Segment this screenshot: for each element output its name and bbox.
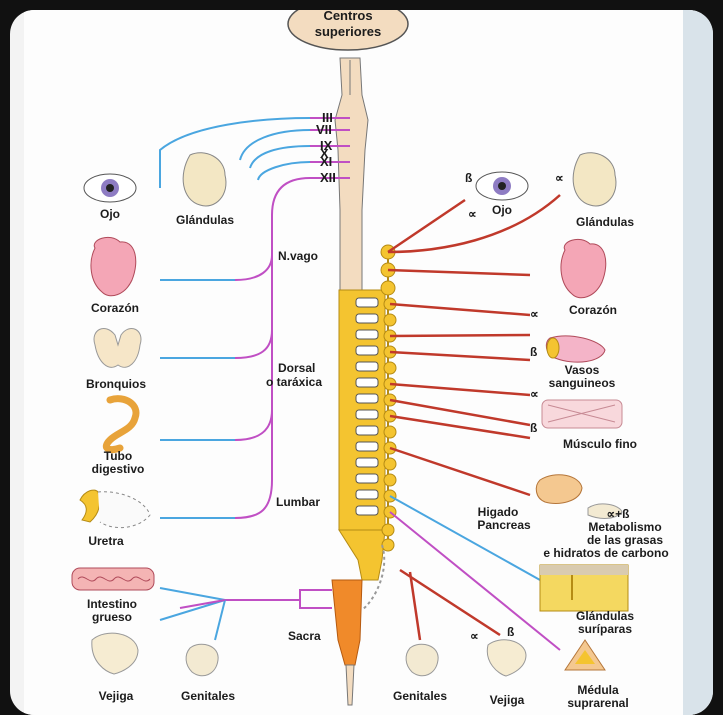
nerve-VII: VII	[316, 122, 332, 137]
left-label-corazon: Corazón	[91, 301, 139, 315]
left-label-ojo: Ojo	[100, 207, 120, 221]
right-label-medula: Médula	[577, 683, 619, 697]
nerve-XI-hidden: XI	[320, 154, 332, 169]
left-label-intestino: Intestino	[87, 597, 137, 611]
right-label-sanguineos: sanguineos	[549, 376, 616, 390]
right-eye-alpha: ∝	[468, 207, 477, 221]
right-eye-beta: ß	[465, 171, 472, 185]
right-label-musculo: Músculo fino	[563, 437, 637, 451]
right-label-pancreas: Pancreas	[477, 518, 531, 532]
right-label-metabolismo: Metabolismo	[588, 520, 661, 534]
right-label-suprarenal: suprarenal	[567, 696, 628, 710]
right-adrenal-icon	[565, 640, 605, 670]
top-box-line-2: superiores	[315, 24, 381, 39]
label-toracica: o taráxica	[266, 375, 322, 389]
right-label-corazon: Corazón	[569, 303, 617, 317]
right-label-vasos: Vasos	[565, 363, 600, 377]
right-glands-icon	[573, 153, 616, 206]
right-label-higado: Higado	[478, 505, 519, 519]
image-panel: Centros superiores	[10, 10, 713, 715]
left-urethra-icon	[80, 490, 150, 528]
right-label-suriparas: suríparas	[578, 622, 632, 636]
right-vessel-beta: ß	[530, 345, 537, 359]
left-glands-icon	[183, 153, 226, 206]
right-label-grasas: de las grasas	[587, 533, 663, 547]
left-bladder-icon	[92, 633, 138, 674]
right-label-hidratos: e hidratos de carbono	[543, 546, 668, 560]
right-label-ojo: Ojo	[492, 203, 512, 217]
label-sacra: Sacra	[288, 629, 321, 643]
right-vessel-alpha: ∝	[530, 307, 539, 321]
right-muscle-alpha: ∝	[530, 387, 539, 401]
right-heart-icon	[561, 239, 606, 297]
autonomic-nervous-system-diagram: Centros superiores	[24, 10, 702, 715]
right-bladder-beta: ß	[507, 625, 514, 639]
right-genitals-icon	[406, 644, 438, 676]
left-label-digestivo: digestivo	[92, 462, 145, 476]
right-sweat-gland-icon	[540, 565, 628, 611]
right-label-glandulas-sudor: Glándulas	[576, 609, 634, 623]
left-bronchi-icon	[94, 328, 141, 367]
left-heart-icon	[91, 237, 136, 295]
right-eye-icon	[476, 172, 528, 200]
label-n-vago: N.vago	[278, 249, 318, 263]
right-glands-alpha: ∝	[555, 171, 564, 185]
nerve-XII: XII	[320, 170, 336, 185]
left-label-vejiga: Vejiga	[99, 689, 134, 703]
left-label-genitales: Genitales	[181, 689, 235, 703]
sympathetic-pathways	[388, 195, 560, 640]
right-bladder-icon	[487, 640, 526, 676]
right-label-glandulas: Glándulas	[576, 215, 634, 229]
top-box-line-1: Centros	[323, 10, 372, 23]
left-label-bronquios: Bronquios	[86, 377, 146, 391]
right-muscle-beta: ß	[530, 421, 537, 435]
label-dorsal: Dorsal	[278, 361, 315, 375]
left-digestive-icon	[106, 399, 136, 450]
left-genitals-icon	[186, 644, 218, 676]
scrollbar-track[interactable]	[683, 10, 713, 715]
right-label-genitales: Genitales	[393, 689, 447, 703]
diagram-canvas: Centros superiores	[24, 10, 702, 715]
right-label-vejiga: Vejiga	[490, 693, 525, 707]
right-vessel-icon	[546, 336, 605, 362]
right-smooth-muscle-icon	[542, 400, 622, 428]
left-label-glandulas: Glándulas	[176, 213, 234, 227]
left-eye-icon	[84, 174, 136, 202]
left-label-tubo: Tubo	[104, 449, 132, 463]
right-metab-alpha-beta: ∝+ß	[607, 507, 630, 521]
right-bladder-alpha: ∝	[470, 629, 479, 643]
centros-superiores-box: Centros superiores	[288, 10, 408, 50]
label-lumbar: Lumbar	[276, 495, 320, 509]
right-liver-icon	[536, 475, 582, 504]
left-intestine-icon	[72, 568, 154, 590]
left-label-grueso: grueso	[92, 610, 132, 624]
left-label-uretra: Uretra	[88, 534, 124, 548]
